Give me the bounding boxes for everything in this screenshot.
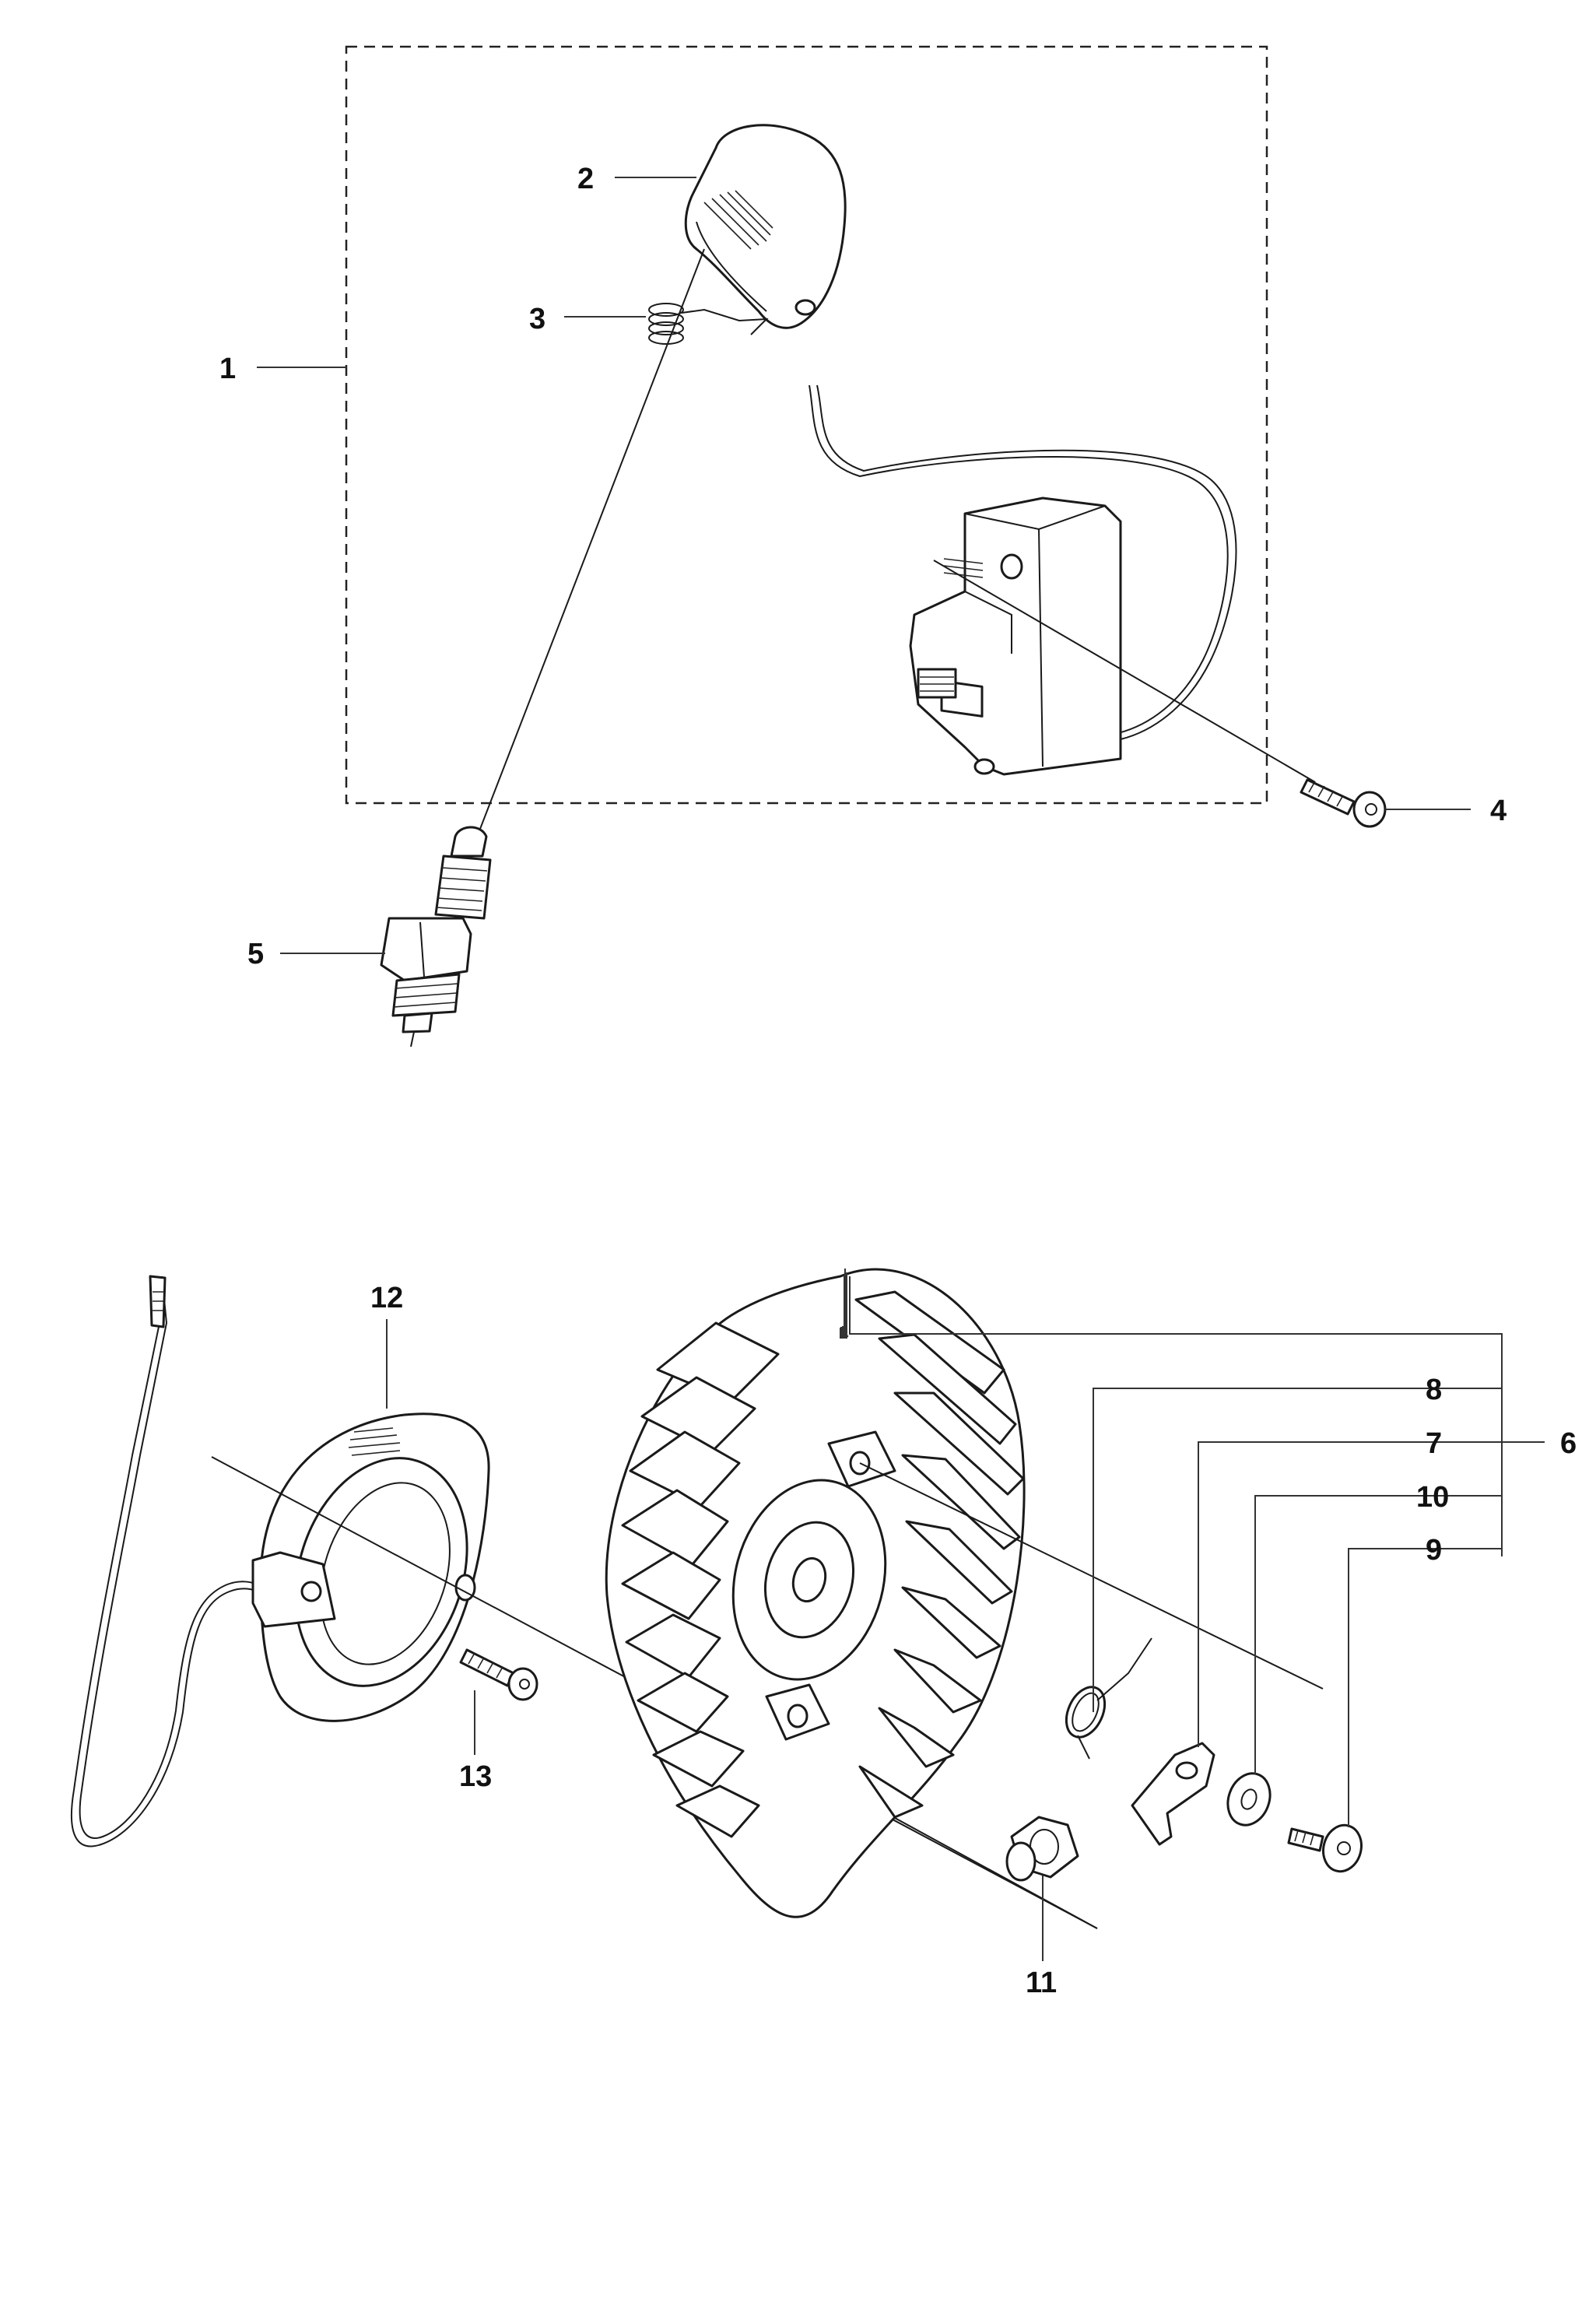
callout-7: 7 (1426, 1427, 1442, 1460)
callout-3: 3 (529, 303, 545, 335)
callout-6: 6 (1560, 1427, 1577, 1460)
ignition-module-assembly: 1 2 3 4 5 (219, 45, 1507, 1047)
right-bracket (849, 1276, 1545, 1827)
callout-11: 11 (1026, 1967, 1057, 1999)
callout-10: 10 (1416, 1481, 1449, 1514)
callout-9: 9 (1426, 1534, 1442, 1567)
trigger-coil (251, 1412, 490, 1722)
flywheel-nut (1005, 1816, 1079, 1882)
high-tension-lead (816, 384, 1237, 740)
flywheel (605, 1268, 1026, 1918)
callout-4: 4 (1490, 795, 1507, 827)
washer (1226, 1772, 1272, 1827)
pawl-axis (859, 1462, 1324, 1690)
callout-12: 12 (370, 1282, 403, 1314)
pawl-spring (1065, 1637, 1152, 1760)
flywheel-assembly (70, 1268, 1363, 1929)
callout-5: 5 (247, 938, 264, 970)
cap-spring (648, 303, 769, 345)
callout-2: 2 (577, 163, 594, 195)
module-screw (1300, 778, 1387, 828)
spark-plug (380, 826, 492, 1047)
pawl-screw (1287, 1823, 1363, 1873)
callout-1: 1 (219, 353, 236, 385)
assembly-1-dashed-box (345, 45, 1268, 805)
module-screw-axis (933, 560, 1316, 783)
spark-plug-cap (684, 124, 847, 329)
callout-13: 13 (459, 1760, 492, 1793)
ignition-lead-line (475, 248, 705, 840)
coil-screw (459, 1648, 538, 1701)
trigger-wire (70, 1275, 275, 1848)
starter-pawl (1131, 1742, 1215, 1846)
ignition-module (909, 497, 1122, 776)
callout-8: 8 (1426, 1374, 1442, 1406)
